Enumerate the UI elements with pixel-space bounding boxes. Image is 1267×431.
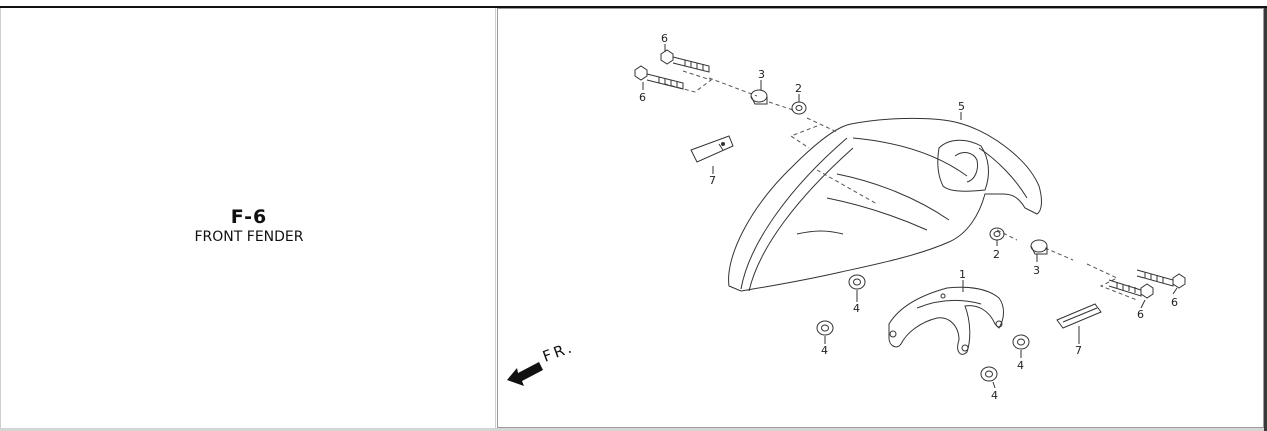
callout-1: 1: [959, 268, 966, 281]
callout-5: 5: [958, 100, 965, 113]
rubber-mount-4: [980, 366, 998, 382]
fender-bracket-part: [888, 286, 1004, 355]
callout-6-lower: 6: [1171, 296, 1178, 309]
right-border: [1264, 8, 1267, 431]
part-name: FRONT FENDER: [194, 229, 304, 245]
part-info-cell: F-6 FRONT FENDER: [0, 8, 496, 431]
collar-upper: [750, 89, 768, 105]
callout-3-upper: 3: [758, 68, 765, 81]
bolt-upper-a: [660, 49, 710, 73]
callout-4-c: 4: [1017, 359, 1024, 372]
diagram-cell: [497, 8, 1264, 428]
assembly-leader-lines: [664, 70, 1138, 301]
callout-6-upper-b: 6: [639, 91, 646, 104]
rubber-mount-2: [816, 320, 834, 336]
exploded-view-diagram: 6 6 3 2 5 7 2 3 6 6 1 4 4 4 4 7 FR.: [507, 32, 1186, 402]
bolt-upper-b: [634, 65, 684, 90]
grommet-upper: [791, 101, 807, 115]
bottom-border: [0, 428, 1264, 431]
sticker-upper: [690, 135, 734, 163]
bolt-lower-b: [1108, 279, 1154, 299]
front-fender-part: [728, 117, 1042, 292]
callout-2-lower: 2: [993, 248, 1000, 261]
callout-6-upper: 6: [661, 32, 668, 45]
rubber-mount-3: [1012, 334, 1030, 350]
rubber-mount-1: [848, 274, 866, 290]
front-arrow-icon: [507, 362, 543, 386]
collar-lower: [1030, 239, 1048, 255]
part-title-block: F-6 FRONT FENDER: [1, 206, 497, 246]
callout-4-d: 4: [991, 389, 998, 402]
front-direction-indicator: FR.: [507, 338, 577, 386]
sticker-lower: [1056, 303, 1102, 329]
part-code: F-6: [230, 206, 268, 228]
callout-labels: 6 6 3 2 5 7 2 3 6 6 1 4 4 4 4 7: [639, 32, 1178, 402]
callout-2-upper: 2: [795, 82, 802, 95]
grommet-lower: [989, 227, 1005, 241]
callout-7-upper: 7: [709, 174, 716, 187]
top-border: [0, 6, 1267, 8]
callout-4-a: 4: [853, 302, 860, 315]
callout-7-lower: 7: [1075, 344, 1082, 357]
front-direction-label: FR.: [540, 338, 577, 366]
callout-3-lower: 3: [1033, 264, 1040, 277]
callout-6-lower-b: 6: [1137, 308, 1144, 321]
callout-4-b: 4: [821, 344, 828, 357]
bolt-lower-a: [1136, 269, 1186, 289]
